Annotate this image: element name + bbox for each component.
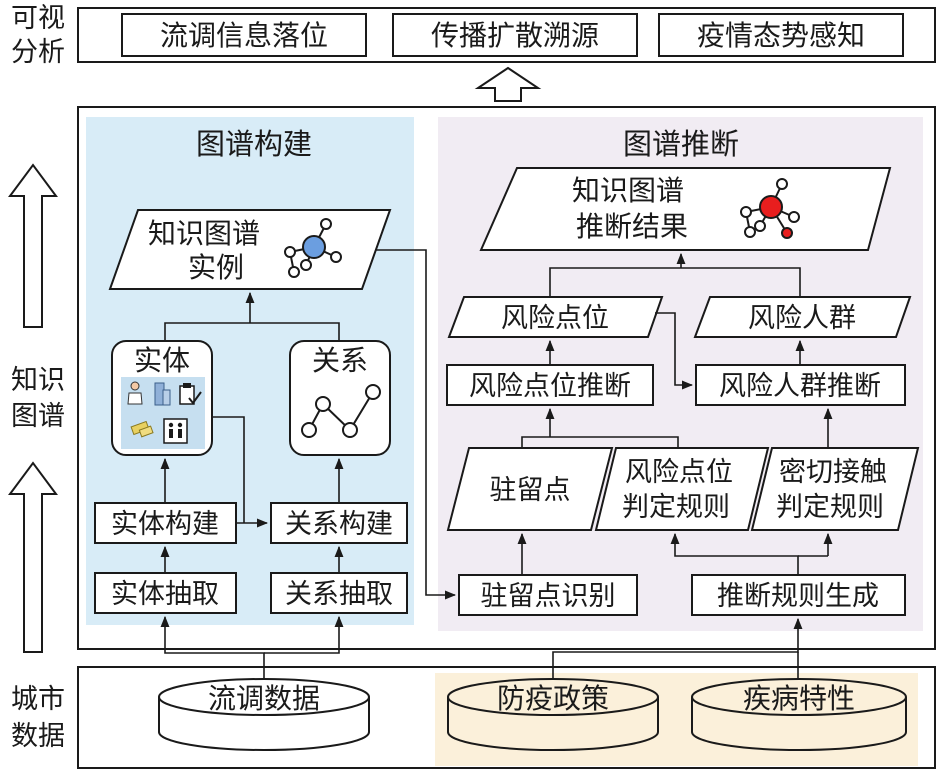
building-icon xyxy=(154,382,171,406)
ticket-icon xyxy=(130,420,154,438)
kg-instance-label-line1: 知识图谱 xyxy=(148,217,260,250)
layer-label-knowledge: 知识 xyxy=(11,365,65,396)
connectors xyxy=(160,249,833,679)
rule-generation-label: 推断规则生成 xyxy=(717,581,879,612)
inference-result-label-line1: 知识图谱 xyxy=(572,174,684,207)
family-icon xyxy=(163,418,188,444)
risk-population-inference-label: 风险人群推断 xyxy=(719,371,881,402)
contact-rule-line1: 密切接触 xyxy=(779,457,887,488)
layer-label-graph: 图谱 xyxy=(11,401,65,432)
risk-population-node xyxy=(693,296,912,338)
inference-result-label-line2: 推断结果 xyxy=(576,210,688,243)
application-trace-location: 流调信息落位 xyxy=(160,19,328,52)
flow-data-label: 流调数据 xyxy=(208,682,320,715)
risk-population-inference-node xyxy=(695,364,906,406)
contact-rule-line2: 判定规则 xyxy=(776,492,884,523)
up-arrow-icon xyxy=(8,163,58,328)
stay-point-identification-label: 驻留点识别 xyxy=(481,581,616,612)
risk-population-label: 风险人群 xyxy=(748,303,856,334)
layer-label-visual: 可视 xyxy=(11,3,65,34)
disease-data-cylinder xyxy=(691,678,907,751)
contact-rule-node xyxy=(750,447,920,531)
relation-extract-label: 关系抽取 xyxy=(285,579,393,610)
graph-node-icon xyxy=(740,178,800,239)
graph-node-icon xyxy=(284,218,342,278)
clipboard-check-icon xyxy=(179,383,202,405)
policy-data-label: 防疫政策 xyxy=(497,682,609,715)
application-spread-tracing: 传播扩散溯源 xyxy=(431,19,599,52)
flow-data-cylinder xyxy=(158,678,370,751)
kg-instance-node xyxy=(108,209,392,290)
risk-location-node xyxy=(447,296,664,338)
application-situation-awareness: 疫情态势感知 xyxy=(697,19,865,52)
risk-location-inference-label: 风险点位推断 xyxy=(469,371,631,402)
up-arrow-icon xyxy=(474,66,542,102)
policy-data-cylinder xyxy=(447,678,659,751)
stay-point-label: 驻留点 xyxy=(490,475,571,506)
relation-graph-icon xyxy=(301,384,381,438)
construction-title: 图谱构建 xyxy=(196,127,312,161)
entity-extract-label: 实体抽取 xyxy=(111,579,219,610)
layer-label-analysis: 分析 xyxy=(11,37,65,68)
risk-location-rule-line2: 判定规则 xyxy=(622,492,730,523)
relation-build-label: 关系构建 xyxy=(285,509,393,540)
application-box xyxy=(392,13,638,57)
risk-location-label: 风险点位 xyxy=(501,303,609,334)
stay-point-node xyxy=(446,447,614,531)
entity-label: 实体 xyxy=(134,344,190,377)
person-icon xyxy=(127,381,143,405)
risk-location-rule-line1: 风险点位 xyxy=(625,457,733,488)
risk-location-rule-node xyxy=(594,447,770,531)
application-box xyxy=(658,13,904,57)
entity-extract-node xyxy=(94,572,237,614)
up-arrow-icon xyxy=(8,461,58,653)
disease-data-label: 疾病特性 xyxy=(743,682,855,715)
relation-extract-node xyxy=(270,572,408,614)
rule-generation-node xyxy=(691,574,906,616)
layer-label-data: 数据 xyxy=(11,721,65,752)
inference-title: 图谱推断 xyxy=(623,127,739,161)
layer-label-city: 城市 xyxy=(11,684,65,715)
relation-label: 关系 xyxy=(312,344,368,377)
kg-instance-label-line2: 实例 xyxy=(188,251,244,284)
stay-point-identification-node xyxy=(458,574,638,616)
entity-build-label: 实体构建 xyxy=(111,509,219,540)
entity-build-node xyxy=(94,502,237,544)
application-box xyxy=(121,13,367,57)
